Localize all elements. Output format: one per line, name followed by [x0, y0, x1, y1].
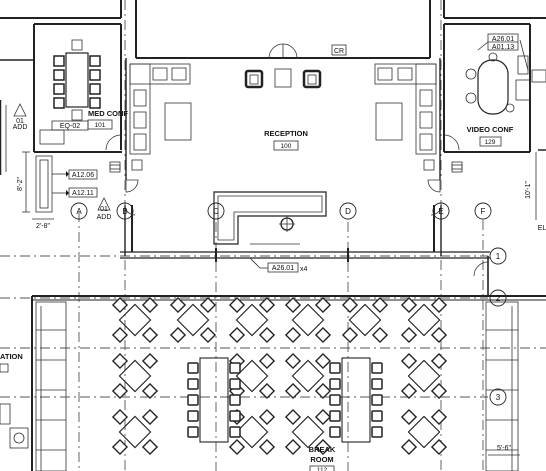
- svg-text:112: 112: [317, 467, 328, 471]
- tag-add-1: 01 ADD: [13, 103, 28, 131]
- room-label-video-conf: VIDEO CONF 129: [467, 125, 514, 147]
- svg-text:A: A: [76, 207, 82, 216]
- svg-text:EQ-02: EQ-02: [60, 123, 80, 130]
- tag-cr: CR: [331, 44, 347, 56]
- long-table: [187, 357, 241, 443]
- svg-text:F: F: [481, 207, 486, 216]
- grid-bubble-a: A: [70, 202, 88, 220]
- grid-bubble-e: E: [432, 202, 450, 220]
- table-group: [111, 408, 159, 456]
- break-room-tables: [111, 296, 448, 456]
- dim-2-8: 2'-8": [32, 218, 54, 230]
- med-conf-furniture: [35, 39, 101, 213]
- long-table: [329, 357, 383, 443]
- svg-text:100: 100: [281, 143, 292, 150]
- tag-a26-01-top: A26.01 A01.13: [477, 33, 519, 51]
- svg-text:ADD: ADD: [97, 214, 112, 221]
- reception-furniture: [109, 63, 463, 245]
- room-label-break-room: BREAK ROOM 112: [309, 445, 336, 471]
- doors: [105, 43, 489, 277]
- svg-text:3: 3: [496, 393, 501, 402]
- svg-text:8'-2": 8'-2": [17, 177, 24, 191]
- svg-text:5'-6": 5'-6": [497, 445, 511, 452]
- svg-text:VIDEO CONF: VIDEO CONF: [467, 125, 514, 134]
- tag-eq-02: EQ-02: [51, 120, 89, 131]
- grid-bubble-1: 1: [489, 247, 507, 265]
- video-conf-furniture: [465, 39, 546, 115]
- svg-text:CR: CR: [334, 48, 344, 55]
- room-label-left-cut: ATION: [0, 352, 23, 373]
- dim-10-1: 10'-1": [525, 152, 537, 220]
- svg-text:C: C: [213, 207, 219, 216]
- svg-text:A12.11: A12.11: [72, 190, 94, 197]
- svg-text:A12.06: A12.06: [72, 172, 94, 179]
- table-group: [111, 296, 159, 344]
- room-label-med-conf: MED CONF 101: [87, 109, 128, 130]
- table-group: [341, 296, 389, 344]
- svg-text:ADD: ADD: [13, 124, 28, 131]
- svg-text:MED CONF: MED CONF: [88, 109, 128, 118]
- svg-text:D: D: [345, 207, 351, 216]
- svg-text:01: 01: [16, 118, 24, 125]
- grid-bubble-d: D: [339, 202, 357, 220]
- svg-text:1: 1: [496, 252, 501, 261]
- svg-text:ROOM: ROOM: [310, 455, 333, 464]
- tag-a26-01-x4: A26.01 x4: [249, 257, 308, 273]
- dim-5-6: 5'-6": [488, 445, 520, 456]
- svg-text:RECEPTION: RECEPTION: [264, 129, 308, 138]
- svg-text:2'-8": 2'-8": [36, 223, 50, 230]
- svg-text:01: 01: [100, 206, 108, 213]
- grid-bubble-3: 3: [489, 388, 507, 406]
- svg-text:B: B: [122, 207, 127, 216]
- grid-bubble-b: B: [116, 202, 134, 220]
- tag-a12-06: A12.06: [52, 169, 98, 180]
- table-group: [400, 352, 448, 400]
- dim-8-2: 8'-2": [17, 151, 30, 213]
- svg-text:10'-1": 10'-1": [525, 181, 532, 199]
- svg-text:ATION: ATION: [0, 352, 23, 361]
- svg-text:101: 101: [95, 122, 106, 129]
- table-group: [169, 296, 217, 344]
- left-equipment: [0, 403, 29, 449]
- svg-text:x4: x4: [300, 266, 308, 273]
- table-group: [284, 296, 332, 344]
- svg-text:A26.01: A26.01: [492, 36, 514, 43]
- table-group: [284, 352, 332, 400]
- svg-text:A01.13: A01.13: [492, 44, 514, 51]
- svg-text:A26.01: A26.01: [272, 265, 294, 272]
- svg-text:EL: EL: [538, 225, 546, 232]
- table-group: [228, 296, 276, 344]
- tag-add-2: 01 ADD: [97, 197, 112, 221]
- table-group: [400, 296, 448, 344]
- tag-a12-11: A12.11: [52, 187, 98, 198]
- grid-bubble-f: F: [474, 202, 492, 220]
- svg-text:E: E: [438, 207, 443, 216]
- table-group: [284, 408, 332, 456]
- svg-text:BREAK: BREAK: [309, 445, 336, 454]
- grid-bubble-2: 2: [489, 289, 507, 307]
- svg-text:129: 129: [485, 139, 496, 146]
- table-group: [111, 352, 159, 400]
- svg-text:2: 2: [496, 294, 501, 303]
- table-group: [228, 352, 276, 400]
- grid-bubble-c: C: [207, 202, 225, 220]
- table-group: [400, 408, 448, 456]
- break-room-banquettes: [35, 301, 519, 471]
- room-label-reception: RECEPTION 100: [264, 129, 308, 151]
- tag-el: EL: [538, 225, 546, 232]
